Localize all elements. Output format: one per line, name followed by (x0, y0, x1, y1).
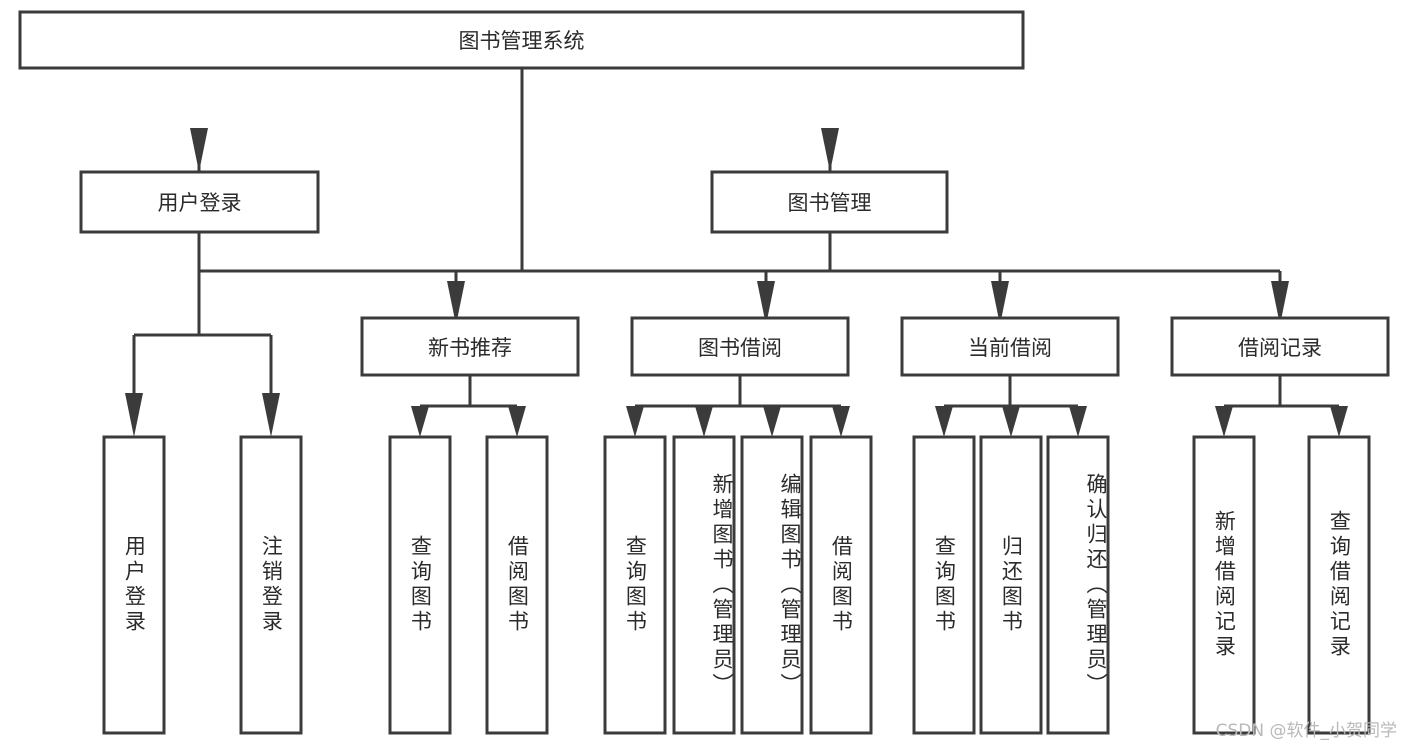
arrowheads (125, 128, 1348, 437)
node-box-new-book-rec[interactable] (360, 316, 580, 377)
node-box-leaf-query-book-1[interactable] (388, 435, 452, 735)
node-box-leaf-borrow-book-1[interactable] (485, 435, 549, 735)
node-box-leaf-user-logout[interactable] (239, 435, 303, 735)
node-box-leaf-query-book-2[interactable] (603, 435, 667, 735)
node-box-leaf-query-book-3[interactable] (912, 435, 976, 735)
node-box-leaf-edit-book[interactable] (740, 435, 804, 735)
node-box-leaf-user-login[interactable] (102, 435, 166, 735)
node-box-borrow-record[interactable] (1170, 316, 1390, 377)
node-box-leaf-return-book[interactable] (979, 435, 1043, 735)
node-box-leaf-borrow-book-2[interactable] (809, 435, 873, 735)
node-box-book-borrow[interactable] (630, 316, 850, 377)
node-box-user-login[interactable] (79, 170, 320, 234)
connector-group-level3 (418, 375, 1341, 425)
connector-group-root (197, 68, 832, 273)
node-box-book-manage[interactable] (710, 170, 949, 234)
node-box-leaf-add-record[interactable] (1192, 435, 1256, 735)
node-box-leaf-query-record[interactable] (1307, 435, 1371, 735)
connector-group-level2 (132, 232, 1282, 425)
node-box-root[interactable] (18, 10, 1025, 70)
node-box-leaf-confirm-return[interactable] (1046, 435, 1110, 735)
node-box-leaf-add-book[interactable] (672, 435, 736, 735)
node-box-current-borrow[interactable] (900, 316, 1120, 377)
